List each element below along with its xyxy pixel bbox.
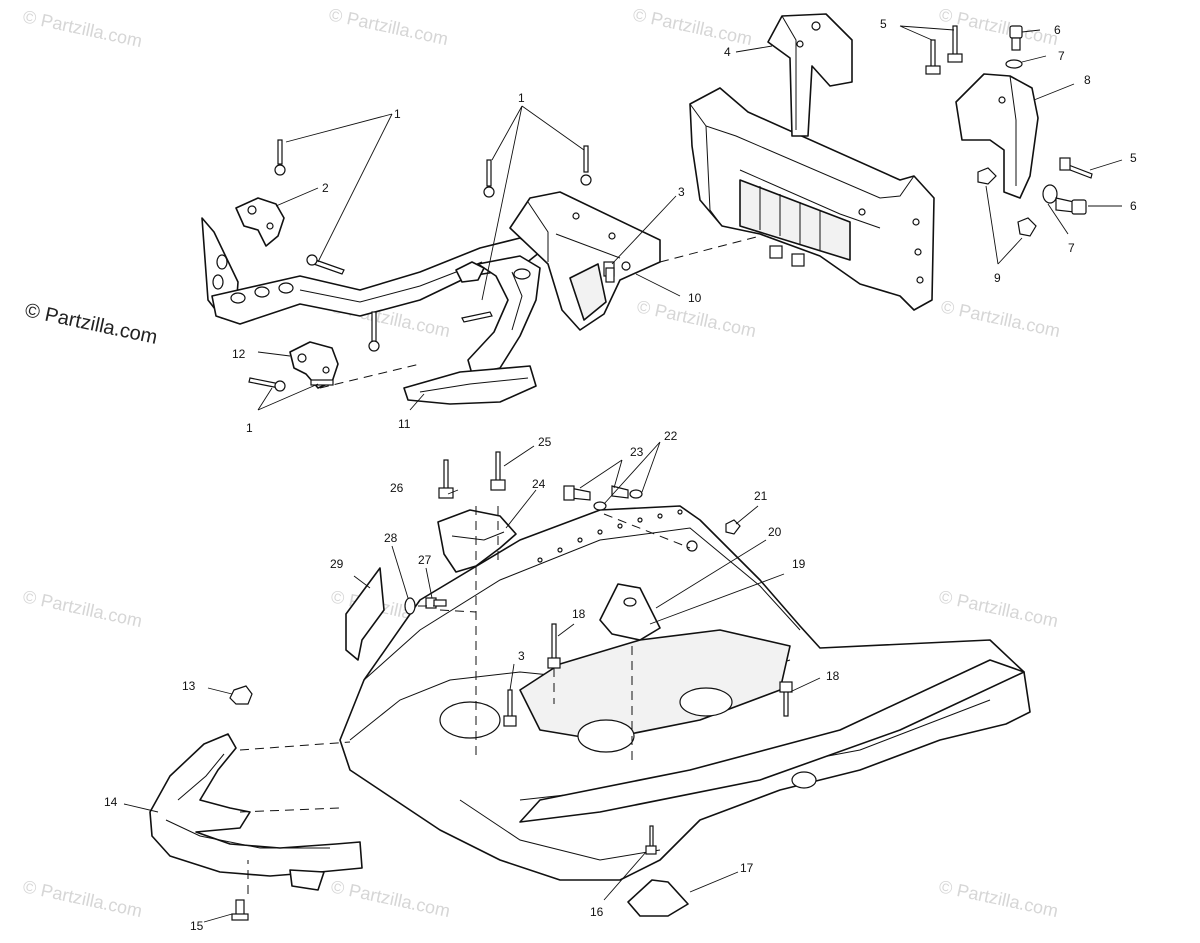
callout-27: 27 xyxy=(418,553,432,567)
watermark: © Partzilla.com xyxy=(937,876,1060,921)
leader-lines xyxy=(123,25,1123,923)
callout-3: 3 xyxy=(678,185,685,199)
callout-6: 6 xyxy=(1130,199,1137,213)
callout-24: 24 xyxy=(532,477,546,491)
callout-17: 17 xyxy=(740,861,754,875)
mounting-bracket-8 xyxy=(955,73,1039,199)
callout-5: 5 xyxy=(1130,151,1137,165)
callout-1: 1 xyxy=(394,107,401,121)
callout-21: 21 xyxy=(754,489,768,503)
callout-29: 29 xyxy=(330,557,344,571)
callout-23: 23 xyxy=(630,445,644,459)
callout-4: 4 xyxy=(724,45,731,59)
callout-2: 2 xyxy=(322,181,329,195)
watermark: © Partzilla.com xyxy=(21,876,144,921)
callout-15: 15 xyxy=(190,919,204,933)
callout-16: 16 xyxy=(590,905,604,919)
callout-12: 12 xyxy=(232,347,246,361)
callout-labels: 1 1 1 2 3 3 4 5 5 6 6 7 7 8 9 10 11 12 1… xyxy=(104,17,1137,933)
callout-1: 1 xyxy=(246,421,253,435)
callout-19: 19 xyxy=(792,557,806,571)
callout-22: 22 xyxy=(664,429,678,443)
right-hardware xyxy=(925,25,1093,237)
callout-7: 7 xyxy=(1058,49,1065,63)
alignment-lines xyxy=(239,235,761,894)
watermark-prominent: © Partzilla.com xyxy=(23,299,159,349)
callout-1: 1 xyxy=(518,91,525,105)
callout-28: 28 xyxy=(384,531,398,545)
callout-10: 10 xyxy=(688,291,702,305)
mounting-bracket-4 xyxy=(767,13,853,137)
watermark: © Partzilla.com xyxy=(327,4,450,49)
callout-8: 8 xyxy=(1084,73,1091,87)
watermark: © Partzilla.com xyxy=(21,6,144,51)
front-bumper-14 xyxy=(149,733,363,891)
watermark: © Partzilla.com xyxy=(937,586,1060,631)
callout-18: 18 xyxy=(572,607,586,621)
chassis-pan xyxy=(339,505,1031,881)
callout-26: 26 xyxy=(390,481,404,495)
rear-frame-assembly xyxy=(689,87,935,311)
watermark: © Partzilla.com xyxy=(631,4,754,49)
callout-25: 25 xyxy=(538,435,552,449)
callout-11: 11 xyxy=(398,417,411,431)
callout-3: 3 xyxy=(518,649,525,663)
lower-hardware xyxy=(229,267,793,921)
watermark: © Partzilla.com xyxy=(21,586,144,631)
callout-13: 13 xyxy=(182,679,196,693)
watermark: © Partzilla.com xyxy=(939,296,1062,341)
callout-7: 7 xyxy=(1068,241,1075,255)
callout-20: 20 xyxy=(768,525,782,539)
front-frame-assembly xyxy=(201,139,592,405)
callout-6: 6 xyxy=(1054,23,1061,37)
callout-14: 14 xyxy=(104,795,118,809)
watermark: © Partzilla.com xyxy=(329,876,452,921)
callout-5: 5 xyxy=(880,17,887,31)
callout-9: 9 xyxy=(994,271,1001,285)
callout-18: 18 xyxy=(826,669,840,683)
